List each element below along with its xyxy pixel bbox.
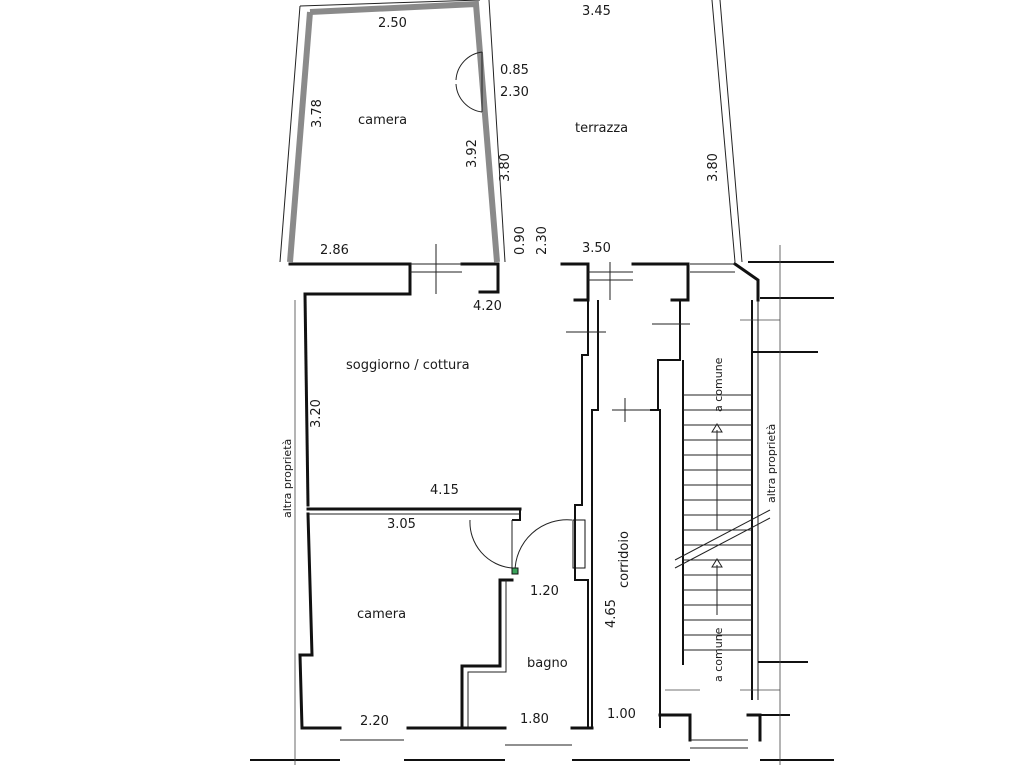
- staircase: [674, 394, 771, 651]
- dim-1-80: 1.80: [520, 712, 549, 727]
- bedroom-top-walls: [279, 0, 506, 263]
- label-soggiorno: soggiorno / cottura: [346, 358, 470, 373]
- dim-1-00: 1.00: [607, 707, 636, 722]
- dim-3-80-a: 3.80: [498, 153, 513, 182]
- label-bagno: bagno: [527, 656, 568, 671]
- label-corridoio: corridoio: [617, 531, 632, 588]
- doors: [469, 519, 586, 575]
- dim-1-20: 1.20: [530, 584, 559, 599]
- label-camera-top: camera: [358, 113, 407, 128]
- label-a-comune-top: a comune: [712, 357, 725, 412]
- label-altra-proprieta-right: altra proprietà: [765, 424, 778, 503]
- dim-4-65: 4.65: [604, 599, 619, 628]
- dim-4-20: 4.20: [473, 299, 502, 314]
- dim-2-86: 2.86: [320, 243, 349, 258]
- dim-2-20: 2.20: [360, 714, 389, 729]
- dim-3-78: 3.78: [310, 99, 325, 128]
- dim-2-50: 2.50: [378, 16, 407, 31]
- dim-0-85: 0.85: [500, 63, 529, 78]
- windows: [340, 244, 748, 749]
- dim-2-30-b: 2.30: [535, 226, 550, 255]
- dim-4-15: 4.15: [430, 483, 459, 498]
- dim-3-80-b: 3.80: [706, 153, 721, 182]
- door-camera-terrazza: [455, 51, 483, 113]
- dim-3-20: 3.20: [309, 399, 324, 428]
- dimension-lines: [294, 245, 781, 765]
- dim-2-30-a: 2.30: [500, 85, 529, 100]
- main-walls: [250, 261, 834, 761]
- label-altra-proprieta-left: altra proprietà: [281, 439, 294, 518]
- dim-3-05: 3.05: [387, 517, 416, 532]
- dim-3-50: 3.50: [582, 241, 611, 256]
- label-a-comune-bottom: a comune: [712, 627, 725, 682]
- terrazza-outline: [711, 0, 743, 263]
- dim-3-92: 3.92: [465, 139, 480, 168]
- label-camera-bottom: camera: [357, 607, 406, 622]
- dim-0-90: 0.90: [513, 226, 528, 255]
- label-terrazza: terrazza: [575, 121, 628, 136]
- dim-3-45: 3.45: [582, 4, 611, 19]
